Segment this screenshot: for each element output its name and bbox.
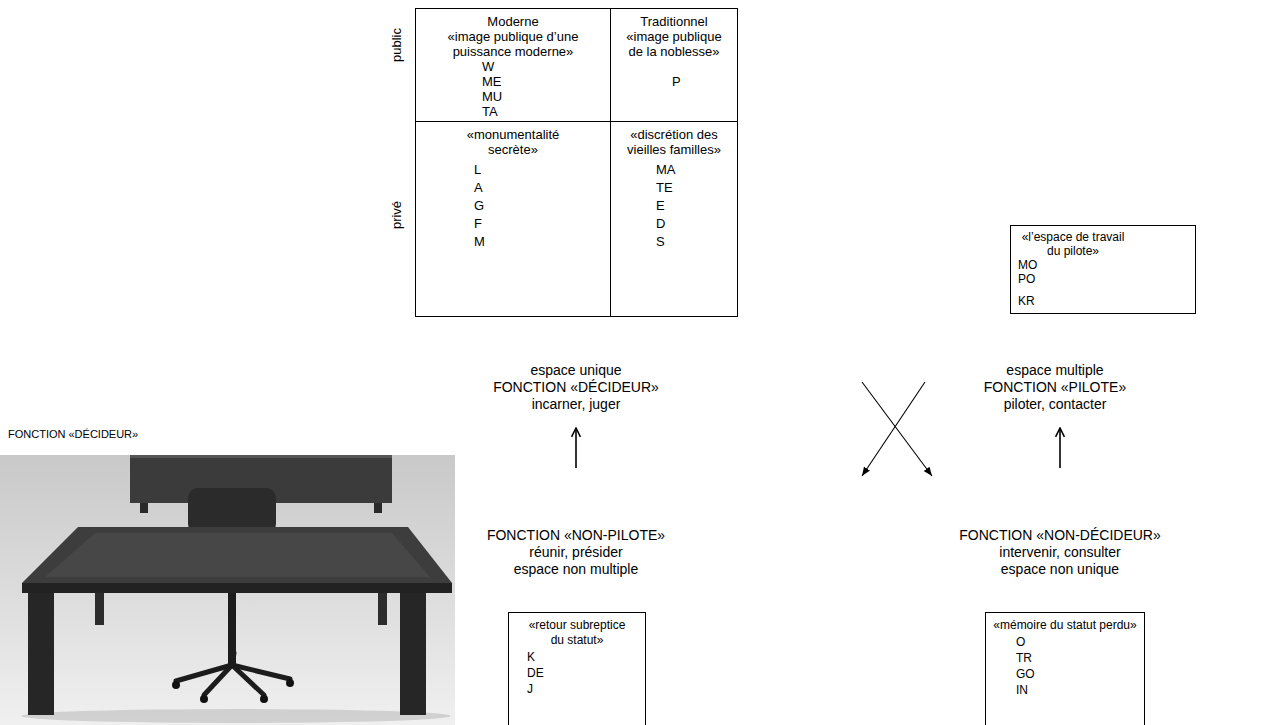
list-item: F (420, 215, 606, 233)
list-item: E (615, 197, 733, 215)
table-cell: «discrétion des vieilles familles» MATEED… (610, 121, 738, 317)
photo-ground (0, 455, 455, 725)
heading-text: intervenir, consulter (932, 544, 1188, 561)
list-item: MA (615, 161, 733, 179)
list-item: O (990, 634, 1140, 650)
table-cell: Moderne«image publique d’une puissance m… (415, 8, 611, 122)
function-label: FONCTION «NON-DÉCIDEUR»intervenir, consu… (932, 468, 1188, 583)
list-item: K (513, 649, 641, 665)
heading-text: FONCTION «NON-PILOTE» (290, 527, 862, 544)
chair-spoke (204, 665, 232, 695)
function-label: espace uniqueFONCTION «DÉCIDEUR»incarner… (290, 362, 862, 428)
heading-text: espace non multiple (290, 561, 862, 578)
heading-text: FONCTION «NON-DÉCIDEUR» (932, 527, 1188, 544)
list-item: GO (990, 666, 1140, 682)
heading-text: piloter, contacter (925, 396, 1185, 413)
list-item: ME (420, 74, 606, 89)
arrow-connector (862, 382, 925, 476)
list-item: L (420, 161, 606, 179)
heading-text: espace non unique (932, 561, 1188, 578)
heading-text: FONCTION «DÉCIDEUR» (290, 379, 862, 396)
photo-caption: FONCTION «DÉCIDEUR» (8, 428, 138, 441)
text-box: «l’espace de travail du pilote»MOPO KR (1010, 225, 1196, 314)
list-item: D (615, 215, 733, 233)
desk-leather (45, 533, 430, 577)
list-item: TA (420, 104, 606, 119)
text-box: «retour subreptice du statut»KDEJ (508, 612, 646, 725)
desk-leg (28, 593, 54, 715)
credenza-leg (374, 503, 382, 513)
arrow-connector (1059, 428, 1061, 468)
heading-text: réunir, présider (290, 544, 862, 561)
chair-base (176, 653, 290, 695)
chair-spoke (232, 665, 290, 679)
function-label: espace multipleFONCTION «PILOTE»piloter,… (925, 362, 1185, 428)
list-item: PO (1018, 272, 1189, 286)
floor-shadow (21, 709, 451, 723)
list-item: S (615, 233, 733, 251)
heading-text: «retour subreptice du statut» (525, 618, 630, 648)
credenza-edge (130, 455, 392, 458)
chair-column (228, 591, 236, 665)
caster (172, 681, 180, 689)
list-item: A (420, 179, 606, 197)
chair-spoke (232, 653, 234, 665)
heading-text: espace unique (290, 362, 862, 379)
list-item: MU (420, 89, 606, 104)
list-item: DE (513, 665, 641, 681)
credenza-leg (140, 503, 148, 513)
desk-top (22, 527, 452, 583)
heading-text: «mémoire du statut perdu» (990, 618, 1140, 633)
list-item: TE (615, 179, 733, 197)
table-cell: Traditionnel«image publique de la nobles… (610, 8, 738, 122)
caster (260, 695, 268, 703)
desk-front-edge (22, 583, 452, 593)
caster (200, 695, 208, 703)
list-item: J (513, 681, 641, 697)
axis-label: privé (389, 201, 405, 229)
chair-casters (172, 679, 294, 703)
desk-leg (400, 593, 426, 715)
desk-photo (0, 455, 455, 725)
heading-text: Moderne (438, 14, 588, 29)
table-cell: «monumentalité secrète» LAGFM (415, 121, 611, 317)
axis-label: public (389, 28, 405, 62)
heading-text: incarner, juger (290, 396, 862, 413)
text-box: «mémoire du statut perdu»OTRGOIN (985, 612, 1145, 725)
list-item: TR (990, 650, 1140, 666)
heading-text: espace multiple (925, 362, 1185, 379)
heading-text: Traditionnel (622, 14, 727, 29)
list-item: IN (990, 682, 1140, 698)
heading-text: «l’espace de travail du pilote» (1018, 230, 1128, 258)
caster (286, 679, 294, 687)
heading-text: «image publique d’une puissance moderne» (438, 29, 588, 59)
heading-text: «image publique de la noblesse» (622, 29, 727, 59)
list-item: G (420, 197, 606, 215)
heading-text: «monumentalité secrète» (451, 127, 576, 157)
list-item: M (420, 233, 606, 251)
list-item: MO (1018, 258, 1189, 272)
heading-text: «discrétion des vieilles familles» (619, 127, 729, 157)
heading-text: FONCTION «PILOTE» (925, 379, 1185, 396)
arrow-connector (862, 382, 932, 476)
list-item: KR (1018, 294, 1189, 308)
arrow-connector (575, 428, 577, 468)
function-label: FONCTION «NON-PILOTE»réunir, présideresp… (290, 468, 862, 583)
list-item: W (420, 59, 606, 74)
list-item: P (615, 74, 733, 89)
